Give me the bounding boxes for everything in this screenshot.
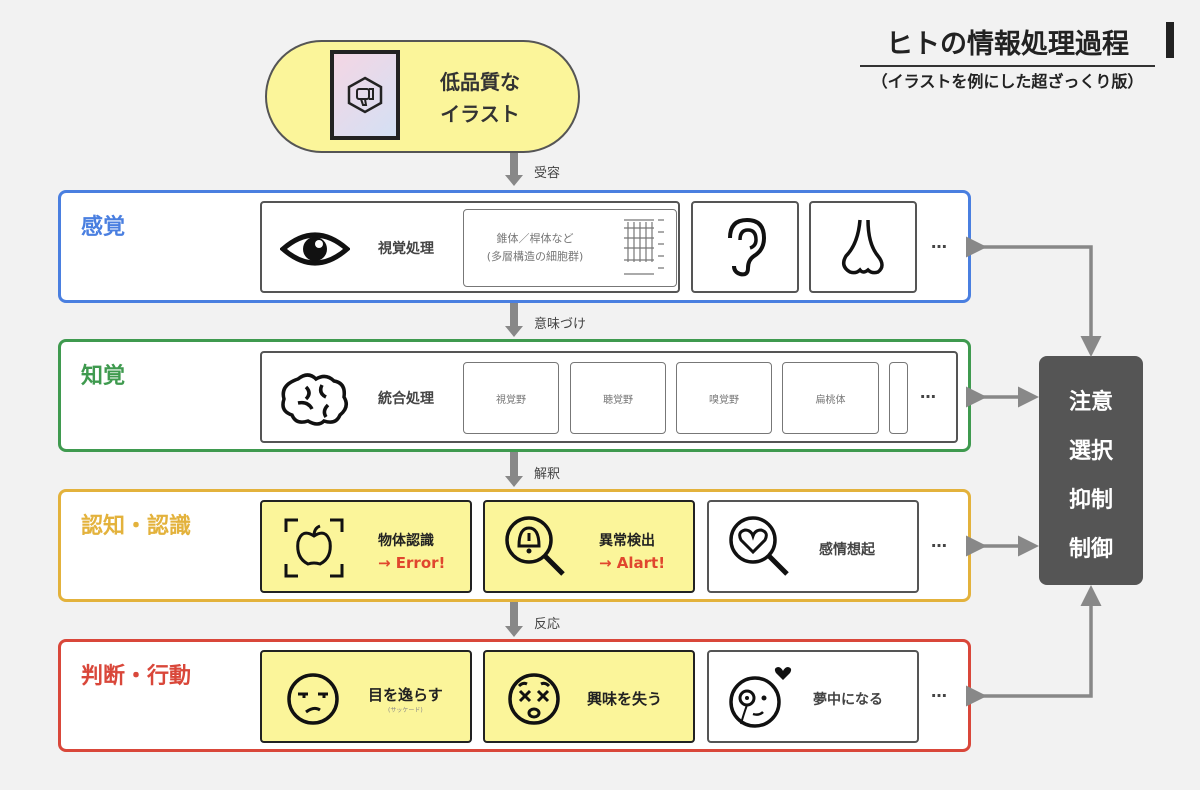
more-indicator: … — [931, 233, 947, 252]
arrow-head — [505, 326, 523, 337]
diagram-title: ヒトの情報処理過程 — [860, 22, 1155, 67]
box-label: 感情想起 — [819, 542, 875, 558]
arrow-head — [505, 175, 523, 186]
arrow — [510, 452, 518, 476]
nose-icon — [842, 219, 884, 275]
arrow — [510, 602, 518, 626]
heart-magnifier-icon — [729, 516, 789, 576]
thumbs-down-icon — [330, 50, 400, 140]
lose-interest-box: 興味を失う — [483, 650, 695, 743]
box-label: 物体認識 — [378, 533, 434, 549]
arrow-label: 解釈 — [534, 467, 561, 482]
box-label: 夢中になる — [813, 692, 883, 708]
row-action: 判断・行動 目を逸らす (サッケード) 興味を失う 夢中になる … — [58, 639, 971, 752]
brain-icon — [281, 373, 348, 426]
arrow — [510, 302, 518, 326]
integration-box: 統合処理 視覚野 聴覚野 嗅覚野 扁桃体 … — [260, 351, 958, 443]
row-label: 判断・行動 — [81, 664, 192, 689]
error-result: → Error! — [378, 554, 446, 572]
title-bar — [1166, 22, 1174, 58]
eye-icon — [280, 232, 350, 266]
row-sensation: 感覚 視覚処理 錐体／桿体など(多層構造の細胞群) … — [58, 190, 971, 303]
cells-box: 錐体／桿体など(多層構造の細胞群) — [463, 209, 677, 287]
anomaly-detection-box: 異常検出 → Alart! — [483, 500, 695, 593]
hearing-box — [691, 201, 799, 293]
row-label: 認知・認識 — [81, 514, 192, 539]
feedback-connectors — [966, 236, 1102, 707]
area-olfactory-cortex: 嗅覚野 — [676, 362, 772, 434]
row-label: 感覚 — [81, 215, 126, 240]
row-cognition: 認知・認識 物体認識 → Error! 異常検出 → Alart! 感情想起 … — [58, 489, 971, 602]
arrow — [510, 153, 518, 175]
arrow-head — [505, 626, 523, 637]
dizzy-face-icon — [508, 673, 560, 725]
box-label: 統合処理 — [378, 391, 434, 407]
alert-magnifier-icon — [505, 516, 565, 576]
box-note: (サッケード) — [388, 707, 423, 714]
input-label: 低品質なイラスト — [440, 70, 520, 126]
arrow-label: 意味づけ — [534, 317, 587, 332]
area-auditory-cortex: 聴覚野 — [570, 362, 666, 434]
area-visual-cortex: 視覚野 — [463, 362, 559, 434]
control-node: 注意選択抑制制御 — [1039, 356, 1143, 585]
area-amygdala: 扁桃体 — [782, 362, 879, 434]
box-label: 興味を失う — [587, 690, 663, 708]
monocle-face-heart-icon — [729, 667, 792, 728]
alert-result: → Alart! — [599, 554, 666, 572]
area-more — [889, 362, 908, 434]
more-indicator: … — [920, 383, 936, 402]
ear-icon — [728, 217, 767, 277]
smell-box — [809, 201, 917, 293]
object-recognition-box: 物体認識 → Error! — [260, 500, 472, 593]
arrow-head — [505, 476, 523, 487]
unamused-face-icon — [287, 673, 339, 725]
more-indicator: … — [931, 682, 947, 701]
row-label: 知覚 — [81, 364, 126, 389]
visual-processing-box: 視覚処理 錐体／桿体など(多層構造の細胞群) — [260, 201, 680, 293]
diagram-subtitle: （イラストを例にした超ざっくり版） — [871, 72, 1144, 91]
apple-scan-icon — [284, 518, 344, 578]
arrow-label: 受容 — [534, 166, 561, 181]
emotion-recall-box: 感情想起 — [707, 500, 919, 593]
input-node — [265, 40, 580, 153]
absorbed-box: 夢中になる — [707, 650, 919, 743]
retina-diagram-icon — [624, 219, 664, 275]
box-label: 視覚処理 — [378, 241, 434, 257]
box-label: 目を逸らす — [368, 686, 443, 704]
box-label: 異常検出 — [599, 533, 655, 549]
row-perception: 知覚 統合処理 視覚野 聴覚野 嗅覚野 扁桃体 … — [58, 339, 971, 452]
more-indicator: … — [931, 532, 947, 551]
arrow-label: 反応 — [534, 617, 561, 632]
look-away-box: 目を逸らす (サッケード) — [260, 650, 472, 743]
